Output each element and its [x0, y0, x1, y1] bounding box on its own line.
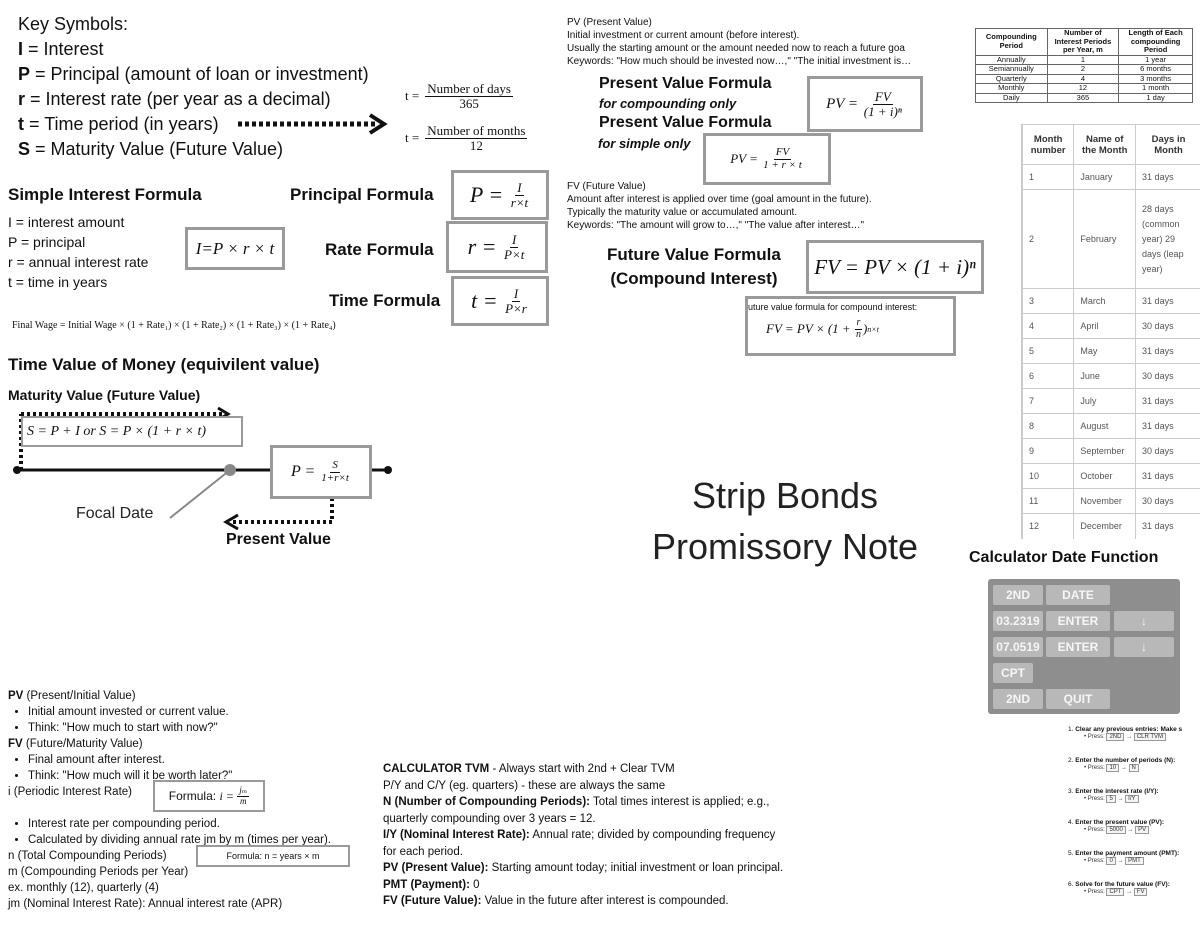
key-symbol-maturity: S = Maturity Value (Future Value): [18, 139, 283, 159]
tvm-diagram-title: Time Value of Money (equivilent value): [8, 355, 320, 374]
key-enter-2: ENTER: [1046, 637, 1110, 657]
time-arrow: [238, 113, 388, 135]
key-symbol-rate: r = Interest rate (per year as a decimal…: [18, 89, 331, 109]
tvm-step: 4. Enter the present value (PV): • Press…: [1068, 819, 1165, 834]
calculator-tvm: CALCULATOR TVM - Always start with 2nd +…: [383, 763, 784, 907]
present-value-label: Present Value: [226, 531, 331, 548]
fv-formula-label: Future Value Formula (Compound Interest): [607, 245, 781, 288]
s-formula-box: S = P + I or S = P × (1 + r × t): [21, 416, 243, 447]
simple-interest-defs: I = interest amount P = principal r = an…: [8, 214, 149, 290]
pv-section-text: PV (Present Value) Initial investment or…: [567, 17, 912, 67]
pv-compound-note: for compounding only: [599, 96, 737, 111]
promissory-note-title: Promissory Note: [651, 526, 919, 567]
simple-interest-title: Simple Interest Formula: [8, 185, 202, 204]
n-def-title: n (Total Compounding Periods) Formula: n…: [8, 845, 378, 867]
principal-formula-label: Principal Formula: [290, 185, 434, 204]
key-down-2: ↓: [1114, 637, 1174, 657]
key-date-2: 07.0519: [993, 637, 1043, 657]
rate-formula-label: Rate Formula: [325, 240, 434, 259]
tvm-steps: 1. Clear any previous entries: Make s • …: [1068, 726, 1200, 912]
key-symbol-time: t = Time period (in years): [18, 114, 219, 134]
calculator-date-keypad: 2ND DATE 03.2319 ENTER ↓ 07.0519 ENTER ↓…: [988, 579, 1180, 714]
fv-def-title: FV (Future/Maturity Value): [8, 738, 143, 750]
tvm-step: 5. Enter the payment amount (PMT): • Pre…: [1068, 850, 1180, 865]
final-wage-formula: Final Wage = Initial Wage × (1 + Rate₁) …: [12, 320, 336, 331]
compounding-table: Compounding Period Number of Interest Pe…: [975, 28, 1193, 103]
simple-interest-formula: I=P × r × t: [185, 227, 285, 270]
key-enter-1: ENTER: [1046, 611, 1110, 631]
key-down-1: ↓: [1114, 611, 1174, 631]
pv-def-title: PV (Present/Initial Value): [8, 690, 136, 702]
i-def-title: i (Periodic Interest Rate) Formula: i = …: [8, 780, 378, 816]
tvm-step: 3. Enter the interest rate (I/Y): • Pres…: [1068, 788, 1159, 803]
pv-simple-label: Present Value Formula: [599, 114, 772, 131]
pv-compound-label: Present Value Formula: [599, 75, 772, 92]
months-table: Month number Name of the Month Days in M…: [1021, 124, 1200, 539]
bottom-left-definitions: PV (Present/Initial Value) Initial amoun…: [8, 688, 378, 912]
tvm-step: 2. Enter the number of periods (N): • Pr…: [1068, 757, 1176, 772]
pv-simple-note: for simple only: [598, 136, 691, 151]
n-formula-box: Formula: n = years × m: [196, 845, 350, 867]
focal-date-label: Focal Date: [76, 505, 154, 522]
tvm-step: 1. Clear any previous entries: Make s • …: [1068, 726, 1183, 741]
key-date-1: 03.2319: [993, 611, 1043, 631]
pv-compound-formula: PV = FV(1 + i)ⁿ: [807, 76, 923, 132]
fv-section-text: FV (Future Value) Amount after interest …: [567, 181, 872, 231]
key-symbol-principal: P = Principal (amount of loan or investm…: [18, 64, 369, 84]
strip-bonds-title: Strip Bonds: [691, 475, 879, 516]
key-quit: QUIT: [1046, 689, 1110, 709]
key-symbols: Key Symbols: I = Interest P = Principal …: [18, 12, 369, 162]
key-cpt: CPT: [993, 663, 1033, 683]
key-2nd-top: 2ND: [993, 585, 1043, 605]
fv-compound-box: uture value formula for compound interes…: [745, 296, 956, 356]
fv-formula-box: FV = PV × (1 + i)ⁿ: [806, 240, 984, 294]
center-title: Strip Bonds Promissory Note: [620, 470, 950, 572]
key-date: DATE: [1046, 585, 1110, 605]
key-symbols-title: Key Symbols:: [18, 14, 129, 34]
key-2nd-bottom: 2ND: [993, 689, 1043, 709]
time-formula-label: Time Formula: [329, 291, 441, 310]
tvm-step: 6. Solve for the future value (FV): • Pr…: [1068, 881, 1170, 896]
calculator-date-title: Calculator Date Function: [969, 549, 1159, 566]
maturity-value-label: Maturity Value (Future Value): [8, 387, 201, 403]
key-symbol-interest: I = Interest: [18, 39, 104, 59]
